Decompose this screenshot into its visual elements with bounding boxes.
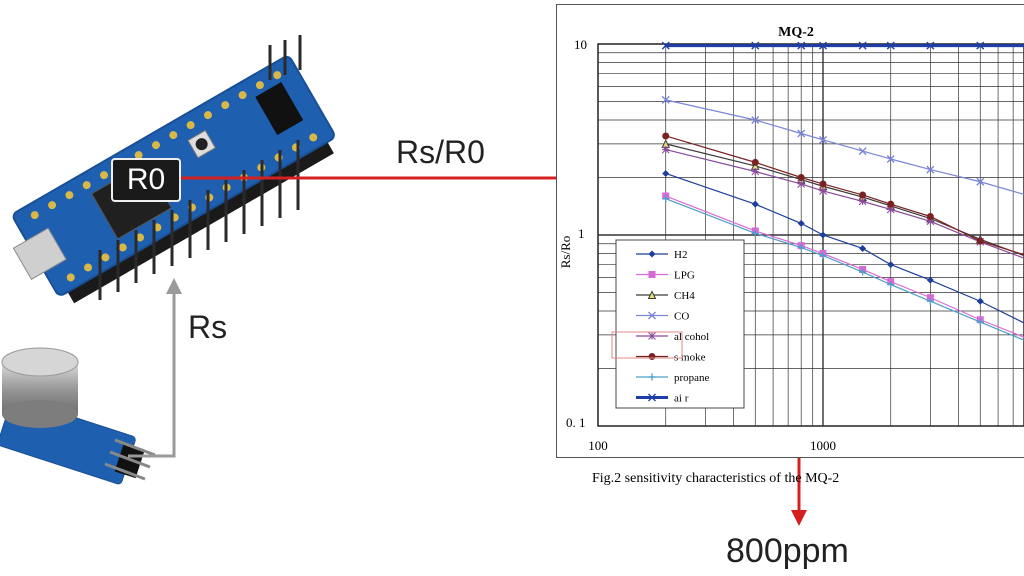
legend-label: LPG [674,270,695,282]
data-point [797,129,806,138]
series-alcohol [661,145,1024,259]
data-point [751,200,759,208]
data-point [976,297,984,305]
ppm-result-label: 800ppm [726,532,849,570]
legend-marker [648,250,656,258]
y-tick-10: 10 [574,37,587,52]
data-point [662,169,670,177]
data-point [859,191,867,199]
data-point [819,180,827,188]
legend-marker [648,353,656,360]
data-point [926,276,934,284]
data-point [926,294,934,302]
data-point [926,212,934,220]
mq2-chart: MQ-2 Rs/Ro 10 1 0. 1 100 1000 Fig.2 sens… [558,25,1024,486]
data-point [858,197,867,206]
data-point [661,41,670,50]
legend-marker [648,271,656,278]
legend-marker [648,373,656,381]
data-point [751,229,759,237]
data-point [887,261,895,269]
legend-label: H2 [674,249,687,261]
data-point [662,195,670,203]
data-point [751,158,759,166]
chart-series [661,41,1024,341]
series-line [665,99,1024,196]
legend-marker [648,393,656,402]
data-point [819,252,827,260]
chart-caption: Fig.2 sensitivity characteristics of the… [592,471,839,486]
data-point [859,244,867,252]
legend-item: propane [636,372,710,384]
legend-item: CO [636,311,689,323]
series-co [661,95,1024,196]
series-propane [662,195,1024,341]
data-point [797,180,806,188]
data-point [886,41,895,50]
x-tick-100: 100 [588,438,608,453]
series-h2 [662,169,1024,324]
data-point [886,154,895,163]
legend-marker [648,311,656,320]
data-point [751,167,760,176]
data-point [819,187,827,195]
legend-item: al cohol [636,331,709,343]
data-point [751,41,760,50]
chart-title: MQ-2 [778,25,814,40]
chart-ylabel: Rs/Ro [558,236,573,269]
legend-marker [648,332,656,340]
data-point [858,147,867,156]
usb-connector-icon [12,227,67,281]
board-header-pins [98,35,302,300]
legend-marker [647,290,657,299]
series-air [661,41,1024,50]
legend-item: LPG [636,270,695,282]
data-point [926,217,935,226]
rs-label: Rs [188,309,228,345]
legend-item: H2 [636,249,687,261]
data-point [976,318,984,326]
data-point [662,132,670,140]
data-point [797,41,806,50]
data-point [887,281,895,289]
data-point [858,41,867,50]
data-point [797,244,805,252]
series-smoke [662,132,1024,256]
data-point [751,116,760,125]
legend-item: CH4 [636,290,695,302]
data-point [661,145,670,154]
r0-chip-label: R0 [111,158,181,202]
legend-label: ai r [674,393,689,405]
data-point [661,95,670,104]
rs-signal-arrow [128,278,182,458]
data-point [819,231,827,239]
data-point [819,41,827,50]
legend-label: CO [674,311,689,323]
data-point [926,165,935,174]
y-tick-1: 1 [578,226,585,241]
data-point [926,297,934,305]
legend-highlight-box [611,331,683,359]
data-point [819,135,827,144]
x-tick-1000: 1000 [810,438,836,453]
legend-label: al cohol [674,331,709,343]
data-point [926,41,935,50]
legend-item: ai r [636,393,689,405]
mq2-sensor-module [0,347,156,485]
data-point [976,41,985,50]
rs-r0-label: Rs/R0 [396,134,485,170]
icsp-header [255,82,304,136]
data-point [797,219,805,227]
data-point [886,205,895,214]
data-point [797,174,805,182]
legend-label: propane [674,372,710,384]
legend-label: CH4 [674,290,695,302]
r0-text: R0 [126,163,166,196]
data-point [976,177,985,186]
data-point [976,237,984,245]
data-point [887,200,895,208]
y-tick-0-1: 0. 1 [566,415,586,430]
data-point [859,268,867,276]
